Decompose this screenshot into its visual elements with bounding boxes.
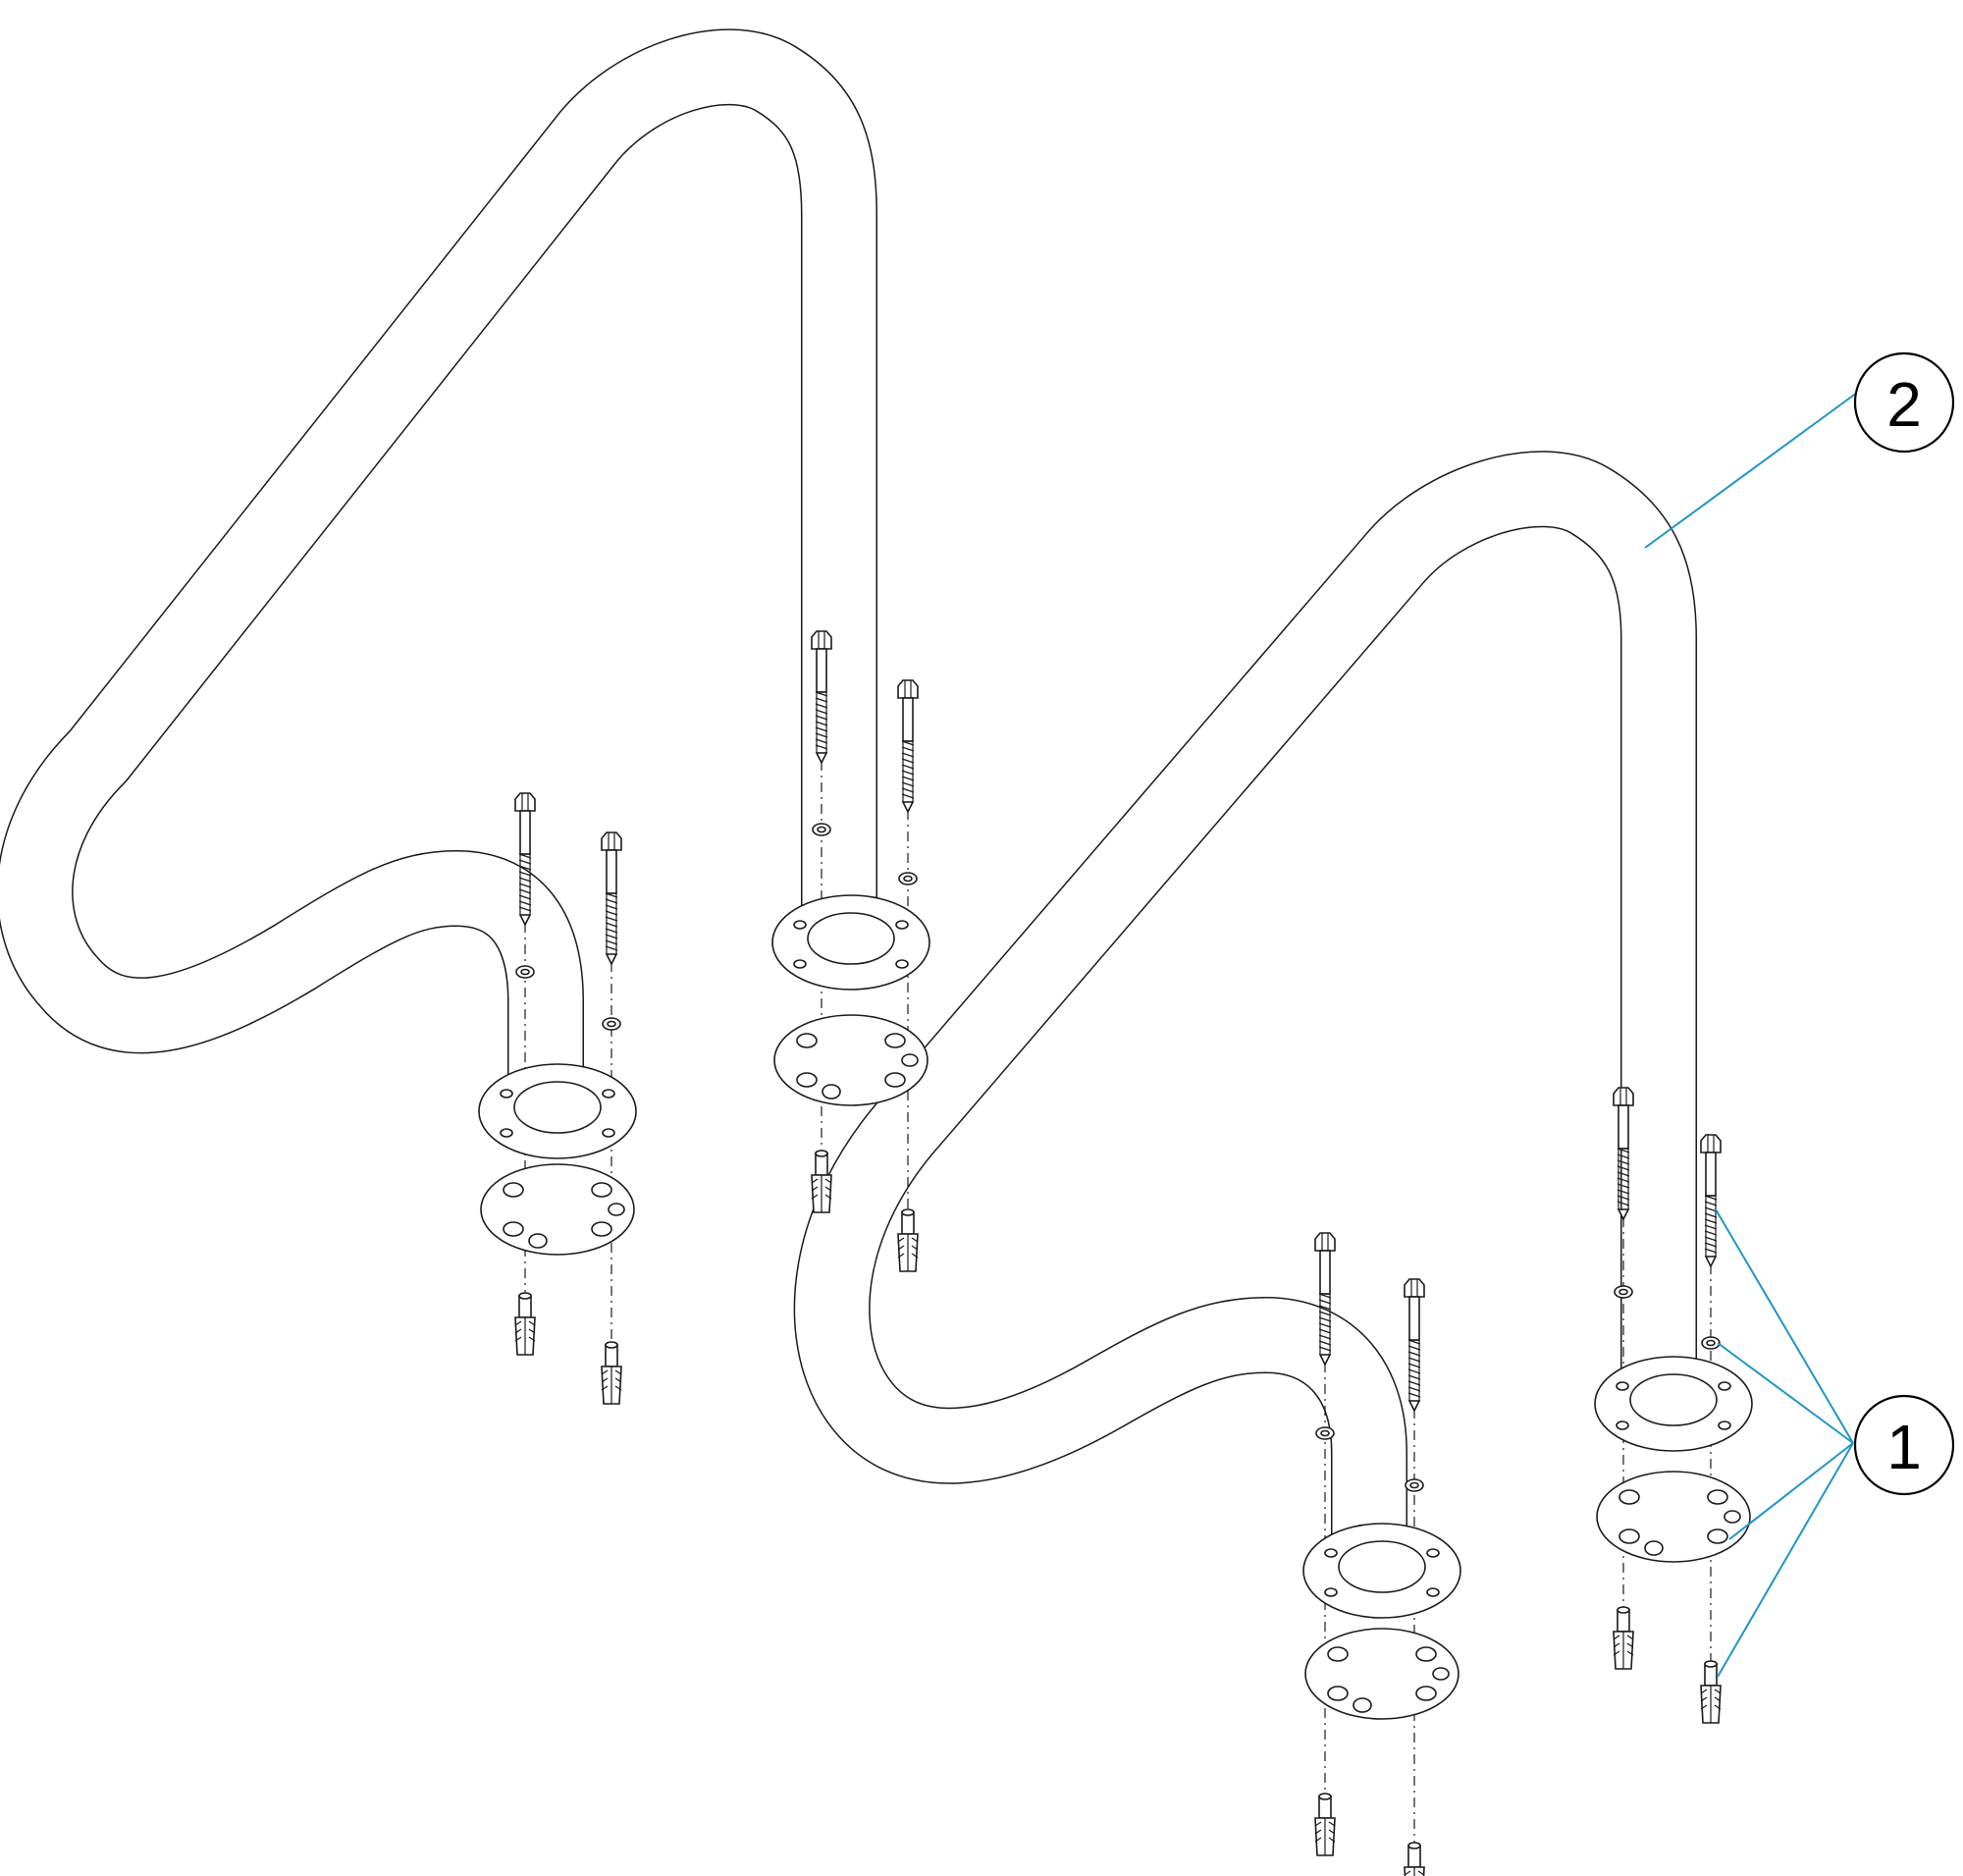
base-plate: [1596, 1471, 1751, 1563]
mounting-flange: [478, 1063, 637, 1159]
callout-leaders: [1644, 392, 1858, 1678]
kit-left-rear: [771, 630, 930, 1272]
washer: [1701, 1336, 1721, 1350]
washer: [898, 872, 918, 885]
callout-balloons: 1 2: [1853, 351, 1955, 1496]
callout-2-label: 2: [1886, 369, 1922, 440]
mounting-flange: [1302, 1523, 1461, 1619]
mounting-flange: [1594, 1356, 1753, 1452]
wall-anchor: [811, 1150, 832, 1213]
handrail-left-bore: [0, 29, 876, 1090]
base-plate: [1304, 1628, 1459, 1720]
kit-right-rear: [1594, 1087, 1753, 1724]
base-plate: [773, 1014, 928, 1106]
wall-anchor: [1314, 1793, 1336, 1856]
handrail-tubes: [0, 28, 1697, 1551]
leader-line-1: [1717, 1342, 1854, 1444]
leader-line-2: [1644, 392, 1858, 549]
fixing-kits: [478, 630, 1753, 1876]
lag-bolt: [897, 679, 919, 813]
mounting-flange: [771, 894, 930, 991]
leader-line-1: [1717, 1442, 1854, 1678]
lag-bolt: [1404, 1278, 1425, 1412]
wall-anchor: [601, 1341, 622, 1405]
base-plate: [480, 1163, 635, 1256]
washer: [1614, 1285, 1633, 1299]
washer: [1405, 1478, 1424, 1492]
kit-left-front: [478, 792, 637, 1405]
wall-anchor: [1404, 1842, 1425, 1876]
callout-1[interactable]: 1: [1853, 1394, 1955, 1496]
lag-bolt: [1700, 1134, 1722, 1267]
leader-line-1: [1715, 1208, 1854, 1444]
washer: [1315, 1426, 1335, 1440]
callout-1-label: 1: [1886, 1412, 1922, 1482]
handrail-left: [0, 28, 877, 1090]
wall-anchor: [1613, 1606, 1634, 1670]
washer: [515, 965, 535, 979]
washer: [602, 1017, 621, 1031]
wall-anchor: [514, 1292, 536, 1356]
wall-anchor: [1700, 1660, 1722, 1724]
kit-right-front: [1302, 1232, 1461, 1876]
lag-bolt: [601, 831, 622, 965]
leader-line-1: [1728, 1442, 1854, 1540]
wall-anchor: [897, 1208, 919, 1272]
handrail-right-bore: [795, 452, 1696, 1551]
washer: [812, 823, 831, 836]
callout-2[interactable]: 2: [1853, 351, 1955, 454]
